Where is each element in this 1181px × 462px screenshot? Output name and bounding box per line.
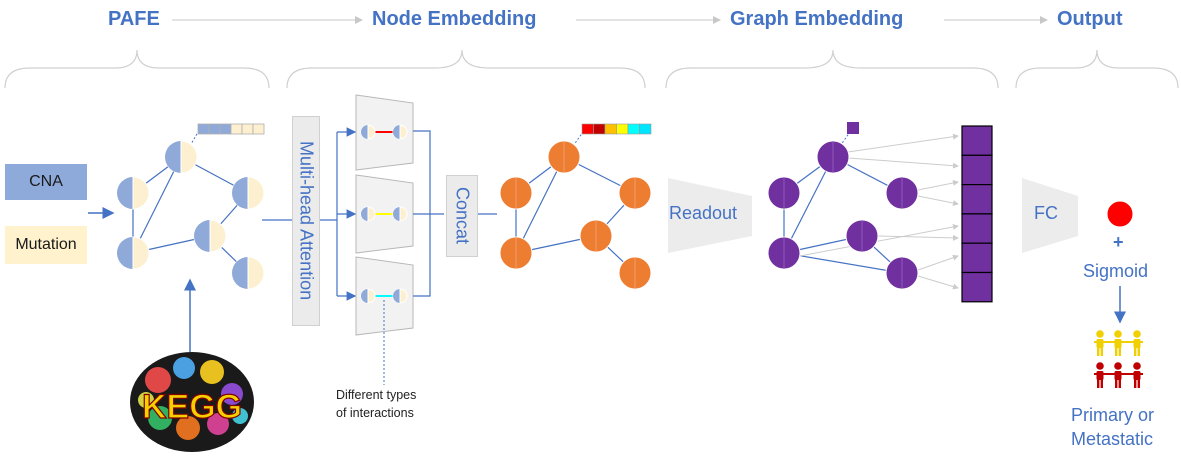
embedding-cell (616, 123, 629, 135)
concat-label: Concat (452, 187, 473, 245)
pafe-graph-nodes (116, 140, 265, 290)
node-feature-vector (197, 123, 265, 135)
patient-group-icon (1094, 330, 1143, 388)
interactions-caption-line2: of interactions (336, 406, 414, 420)
fc-block (1022, 178, 1078, 253)
person-icon (1096, 330, 1104, 356)
person-icon (1133, 330, 1141, 356)
stage-brackets (4, 49, 1179, 89)
graph-node (231, 176, 265, 210)
attention-flow-lines (318, 127, 497, 301)
graph-node (360, 124, 376, 140)
embedding-link (572, 131, 584, 147)
result-label-line1: Primary or (1071, 405, 1155, 425)
graph-vector-cell (961, 125, 993, 156)
fc-label: FC (1034, 203, 1058, 223)
graph-node (116, 176, 150, 210)
node-feature-link (189, 131, 199, 147)
mutation-input-box: Mutation (5, 226, 87, 264)
embedding-graph-edges (515, 156, 651, 274)
graph-embedding-nodes (767, 140, 919, 290)
graph-node (164, 140, 198, 174)
graph-node (392, 206, 408, 222)
embedding-cell (581, 123, 594, 135)
multi-head-attention-label: Multi-head Attention (296, 141, 317, 301)
stage-title-node-embedding: Node Embedding (372, 8, 537, 30)
graph-node (193, 219, 227, 253)
readout-projection-arrows (799, 133, 959, 290)
kegg-logo-text: KEGG (142, 388, 242, 426)
concat-box: Concat (446, 175, 478, 257)
embedding-cell (627, 123, 640, 135)
graph-node (360, 288, 376, 304)
graph-node (116, 236, 150, 270)
embedding-graph-nodes (499, 140, 652, 290)
node-embedding-vector (581, 123, 652, 135)
readout-label: Readout (669, 203, 738, 223)
output-neuron (1106, 200, 1134, 228)
graph-vector-cell (961, 213, 993, 244)
graph-vector-cell (961, 154, 993, 186)
stage-title-pafe: PAFE (108, 8, 160, 30)
graph-vector-cell (961, 271, 993, 303)
readout-block (668, 178, 752, 253)
graph-node (360, 206, 376, 222)
stage-title-output: Output (1057, 8, 1123, 30)
graph-embedding-vector (961, 125, 993, 303)
graph-vector-cell (961, 242, 993, 274)
plus-sign: + (1113, 232, 1124, 252)
result-label-line2: Metastatic (1071, 429, 1154, 449)
sigmoid-label: Sigmoid (1083, 261, 1149, 281)
person-icon (1114, 330, 1122, 356)
person-icon (1114, 362, 1122, 388)
graph-node (231, 256, 265, 290)
graph-node (392, 288, 408, 304)
graph-node (392, 124, 408, 140)
stage-title-graph-embedding: Graph Embedding (730, 8, 904, 30)
person-icon (1096, 362, 1104, 388)
graph-embedding-link (839, 131, 851, 147)
embedding-cell (604, 123, 617, 135)
embedding-cell (639, 123, 652, 135)
interaction-node-pairs (360, 124, 408, 304)
interactions-caption-line1: Different types (336, 388, 417, 402)
cna-input-box: CNA (5, 164, 87, 200)
multi-head-attention-box: Multi-head Attention (292, 116, 320, 326)
pafe-graph-edges (132, 156, 263, 274)
kegg-logo: KEGG (130, 352, 254, 452)
pooled-embedding-cell (847, 122, 859, 134)
graph-vector-cell (961, 184, 993, 215)
embedding-cell (593, 123, 606, 135)
person-icon (1133, 362, 1141, 388)
